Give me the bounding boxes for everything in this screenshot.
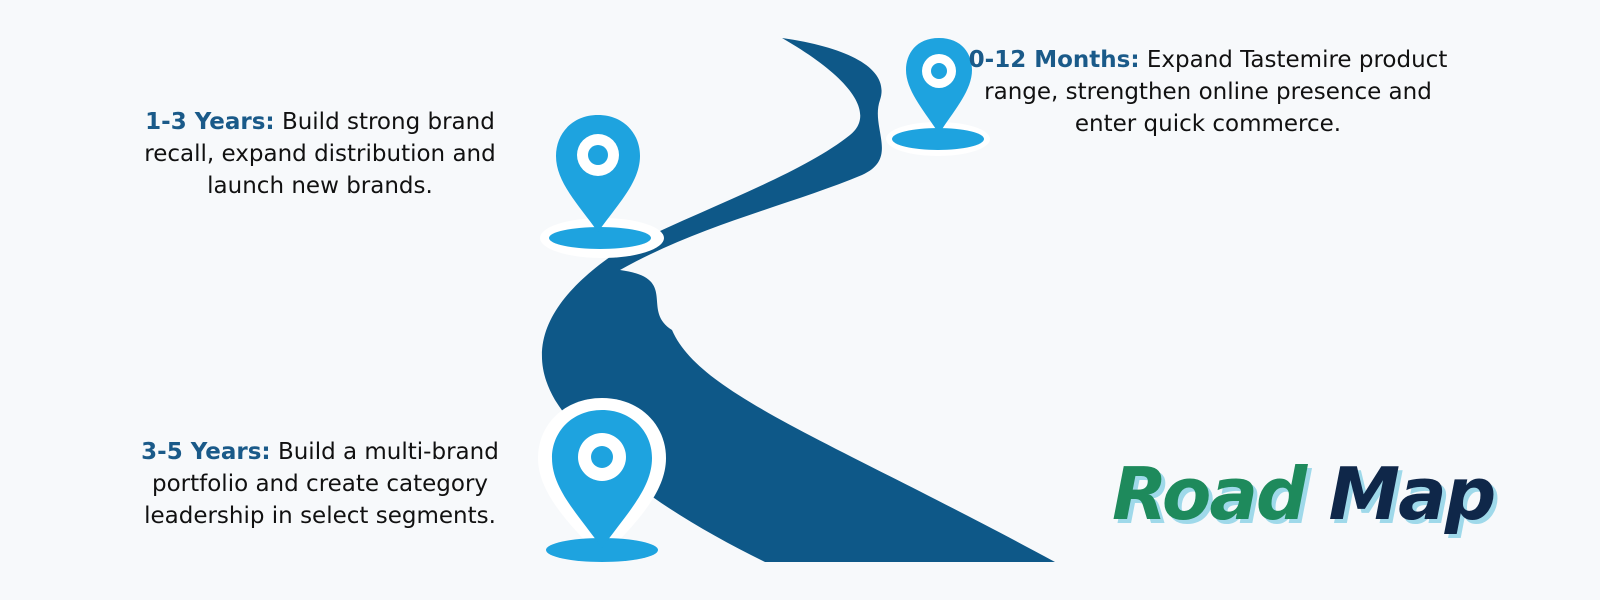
pin-base [549, 227, 651, 249]
milestone-0-12-months: 0-12 Months: Expand Tastemire product ra… [968, 44, 1448, 140]
milestone-label: 3-5 Years: [141, 439, 271, 465]
map-pin-icon [549, 115, 651, 249]
map-pin-icon [546, 410, 658, 562]
milestone-label: 0-12 Months: [968, 47, 1140, 73]
roadmap-title: Road Map [1112, 444, 1512, 544]
pin-base [546, 538, 658, 562]
winding-road [541, 38, 1055, 562]
milestone-text: Expand Tastemire product range, strength… [984, 47, 1448, 137]
title-word-road: Road [1112, 452, 1307, 536]
pin-base [892, 128, 984, 150]
title-word-map: Map [1328, 452, 1497, 536]
milestone-text: Build strong brand recall, expand distri… [144, 109, 496, 199]
milestone-label: 1-3 Years: [145, 109, 275, 135]
milestone-1-3-years: 1-3 Years: Build strong brand recall, ex… [120, 106, 520, 202]
milestone-3-5-years: 3-5 Years: Build a multi-brand portfolio… [118, 436, 522, 532]
milestone-text: Build a multi-brand portfolio and create… [144, 439, 499, 529]
map-pin-icon [892, 38, 984, 150]
